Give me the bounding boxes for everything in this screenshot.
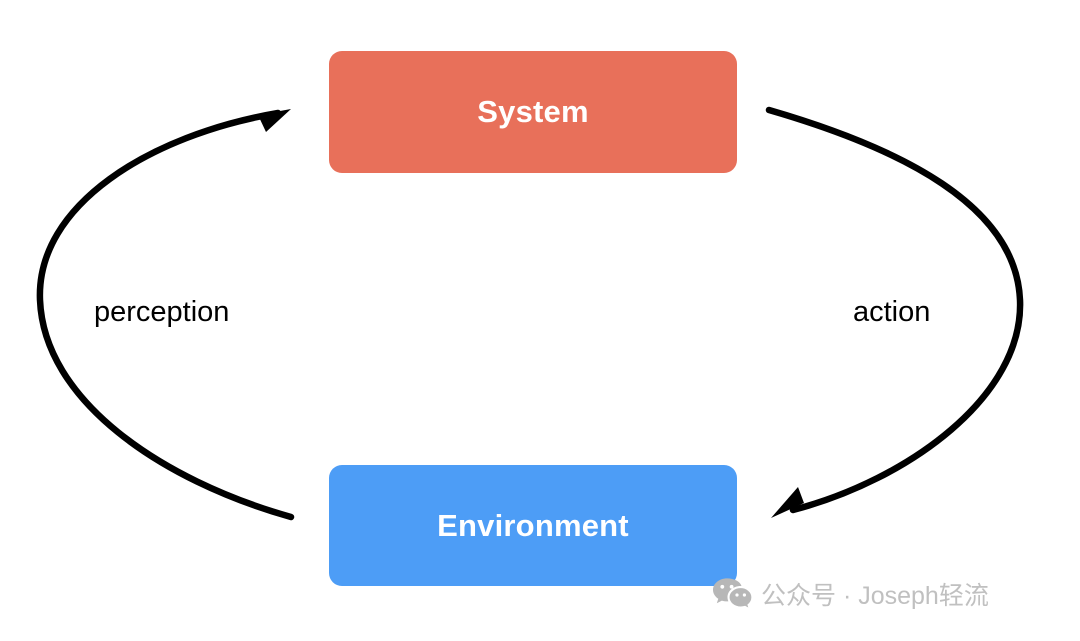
wechat-dot-2: [729, 584, 734, 589]
perception-curve: [36, 109, 295, 521]
node-environment[interactable]: Environment: [329, 465, 737, 586]
node-system-label: System: [477, 94, 589, 129]
action-curve: [765, 106, 1024, 514]
perception-edge: [36, 109, 295, 521]
watermark: 公众号 · Joseph轻流: [712, 576, 989, 612]
wechat-icon: [713, 578, 752, 610]
wechat-bubble-large: [713, 578, 742, 604]
edge-label-action: action: [853, 296, 931, 328]
wechat-bubble-small: [728, 587, 752, 610]
wechat-dot-1: [720, 584, 725, 589]
wechat-dot-3: [735, 593, 739, 597]
node-environment-label: Environment: [437, 507, 629, 543]
watermark-text: 公众号 · Joseph轻流: [761, 582, 989, 610]
edge-label-perception: perception: [94, 296, 230, 328]
action-arrowhead: [771, 487, 804, 518]
perception-arrowhead: [258, 109, 291, 132]
action-edge: [765, 106, 1024, 518]
node-system[interactable]: System: [329, 51, 737, 173]
wechat-dot-4: [742, 593, 746, 597]
